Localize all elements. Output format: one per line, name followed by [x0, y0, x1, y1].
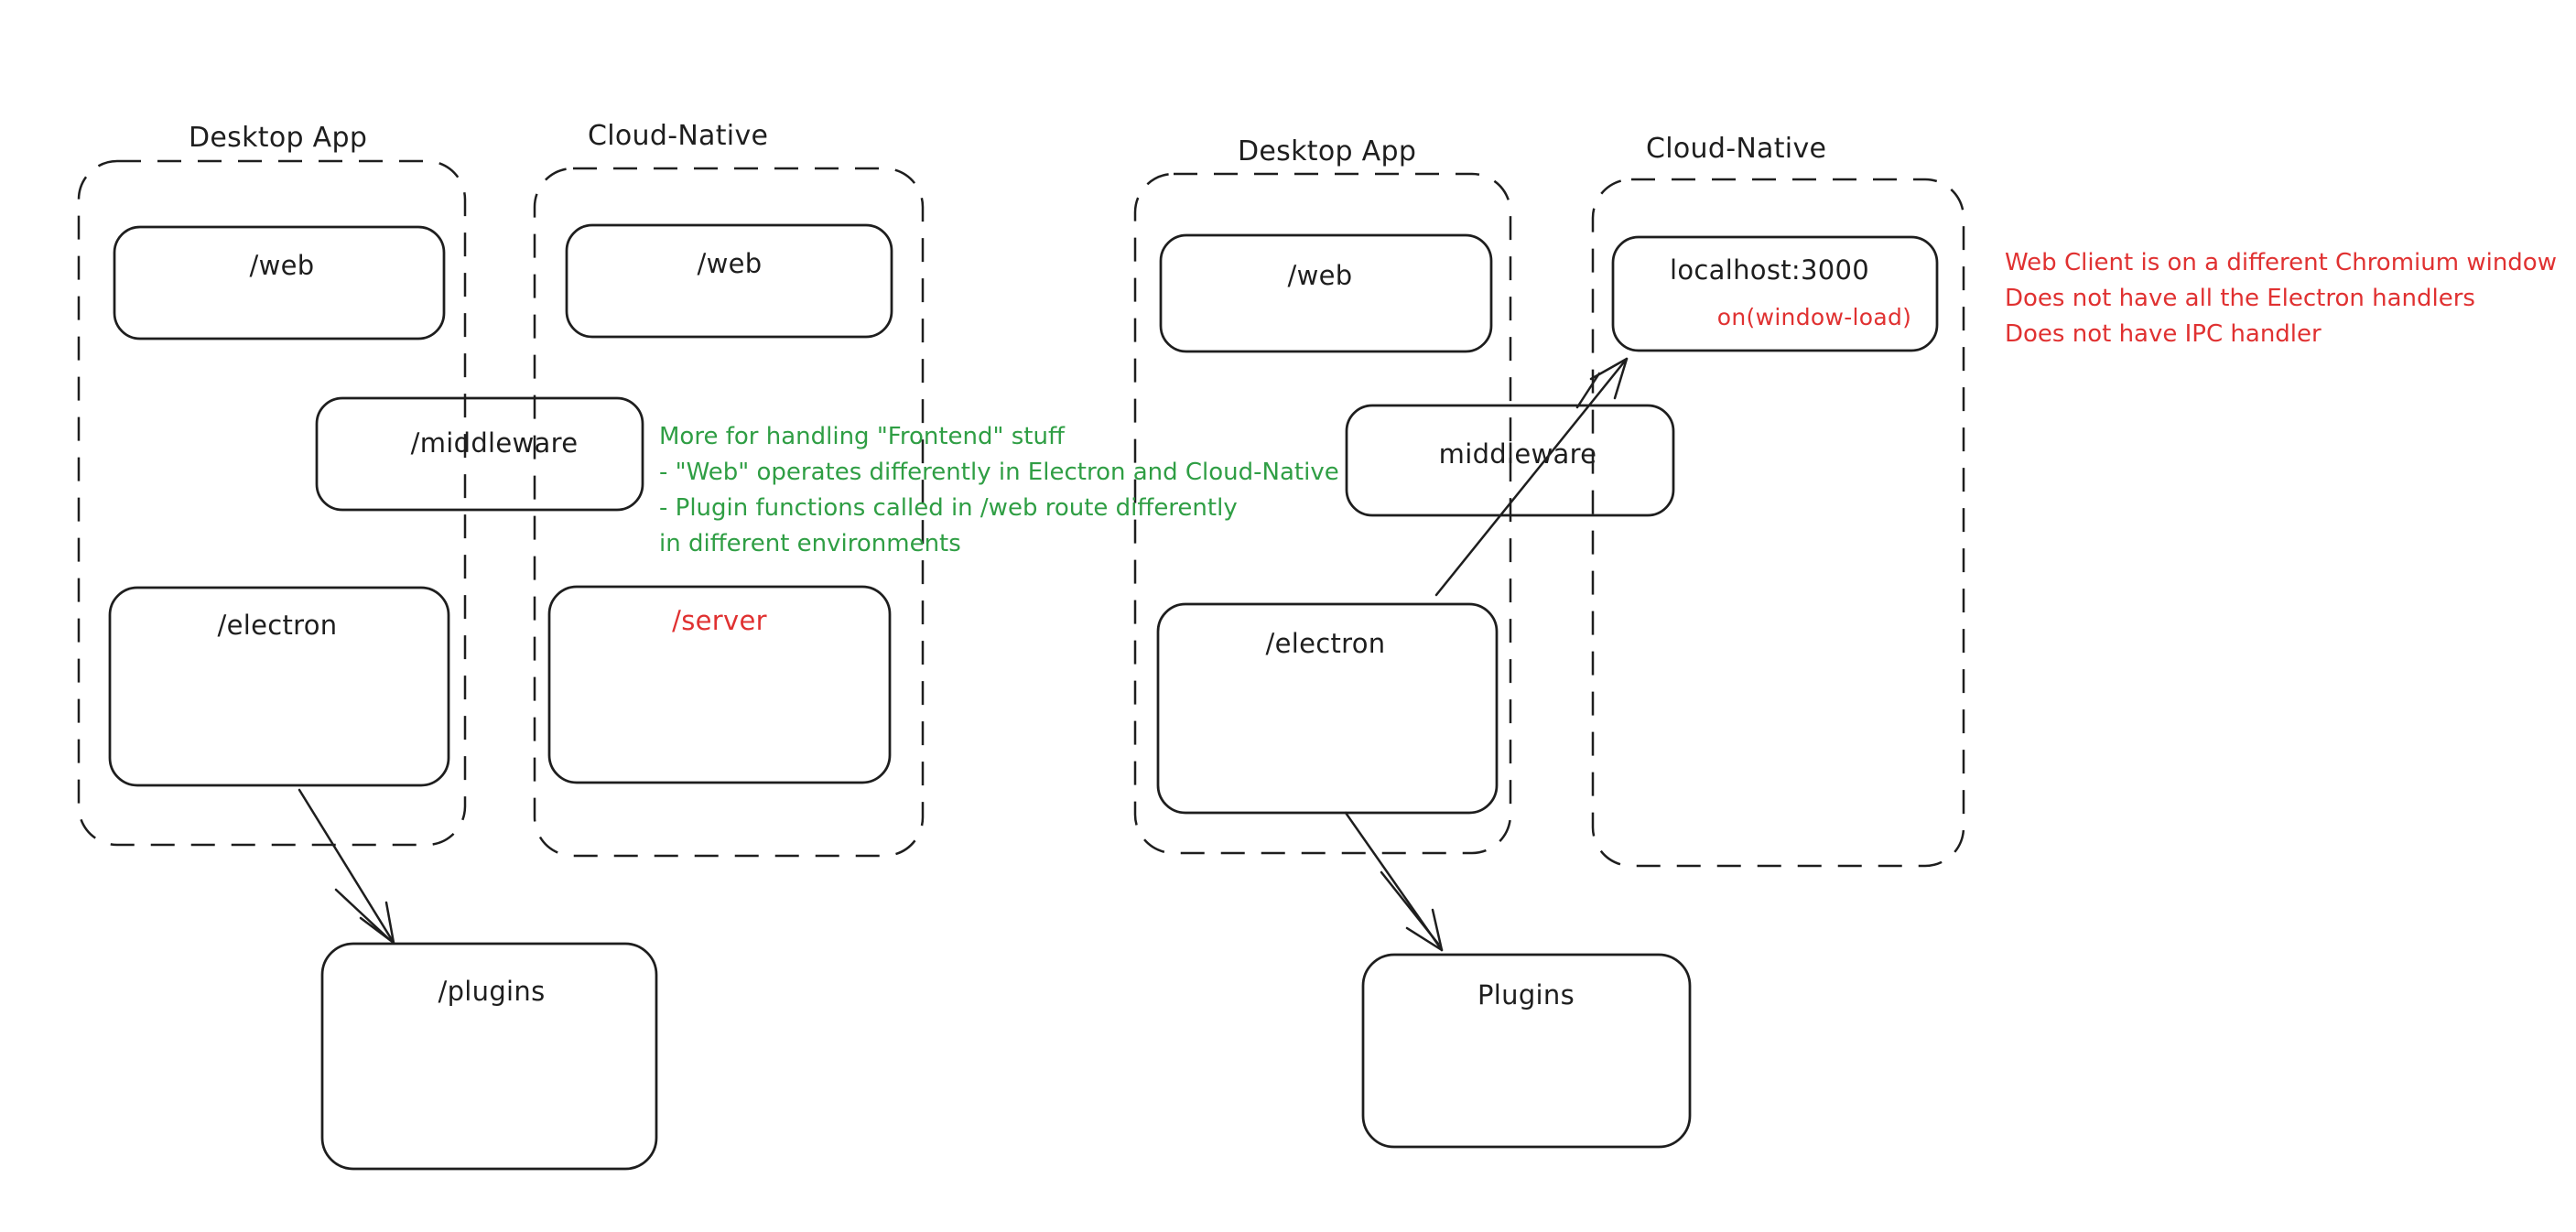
- localhost-title: localhost:3000: [1670, 254, 1869, 286]
- left-electron-box: [108, 586, 450, 787]
- left-middleware-label: /middleware: [410, 427, 579, 459]
- arrow-electron-to-plugins-left: [298, 788, 395, 945]
- left-desktop-app-label: Desktop App: [189, 122, 368, 154]
- frontend-note-line: - "Web" operates differently in Electron…: [659, 459, 1339, 486]
- left-desktop-app-container: [77, 159, 467, 847]
- localhost-box: [1611, 235, 1939, 352]
- frontend-note-line: More for handling "Frontend" stuff: [659, 423, 1065, 450]
- frontend-note-line: - Plugin functions called in /web route …: [659, 494, 1238, 522]
- left-electron-label: /electron: [217, 610, 338, 641]
- right-desktop-app-container: [1133, 172, 1512, 855]
- web-client-note-line: Does not have IPC handler: [2005, 320, 2322, 348]
- right-middleware-label: middleware: [1438, 438, 1597, 470]
- web-client-note-line: Web Client is on a different Chromium wi…: [2005, 249, 2557, 276]
- right-plugins-box: [1361, 953, 1692, 1149]
- left-middleware-box: [315, 396, 644, 512]
- right-electron-box: [1156, 602, 1499, 815]
- left-web-box: [113, 225, 446, 340]
- server-label: /server: [672, 605, 767, 636]
- left-cloud-web-box: [565, 223, 893, 339]
- right-electron-label: /electron: [1265, 628, 1386, 659]
- right-cloud-native-container: [1591, 178, 1965, 868]
- right-desktop-app-label: Desktop App: [1238, 135, 1417, 168]
- arrow-electron-to-localhost: [1434, 357, 1629, 597]
- localhost-event-label: on(window-load): [1716, 304, 1912, 330]
- left-web-label: /web: [249, 250, 315, 281]
- right-web-box: [1159, 233, 1493, 353]
- arrow-electron-to-plugins-right: [1344, 811, 1444, 952]
- server-box: [547, 585, 892, 784]
- left-cloud-web-label: /web: [697, 248, 763, 279]
- frontend-note-line: in different environments: [659, 530, 961, 557]
- right-cloud-native-label: Cloud-Native: [1646, 133, 1827, 165]
- right-web-label: /web: [1287, 260, 1353, 291]
- right-plugins-label: Plugins: [1477, 979, 1575, 1010]
- left-plugins-label: /plugins: [438, 976, 546, 1007]
- frontend-note: More for handling "Frontend" stuff - "We…: [659, 419, 1339, 562]
- left-cloud-native-label: Cloud-Native: [588, 120, 769, 152]
- left-plugins-box: [320, 942, 658, 1171]
- web-client-note: Web Client is on a different Chromium wi…: [2005, 245, 2557, 352]
- right-middleware-box: [1345, 404, 1675, 517]
- web-client-note-line: Does not have all the Electron handlers: [2005, 285, 2475, 312]
